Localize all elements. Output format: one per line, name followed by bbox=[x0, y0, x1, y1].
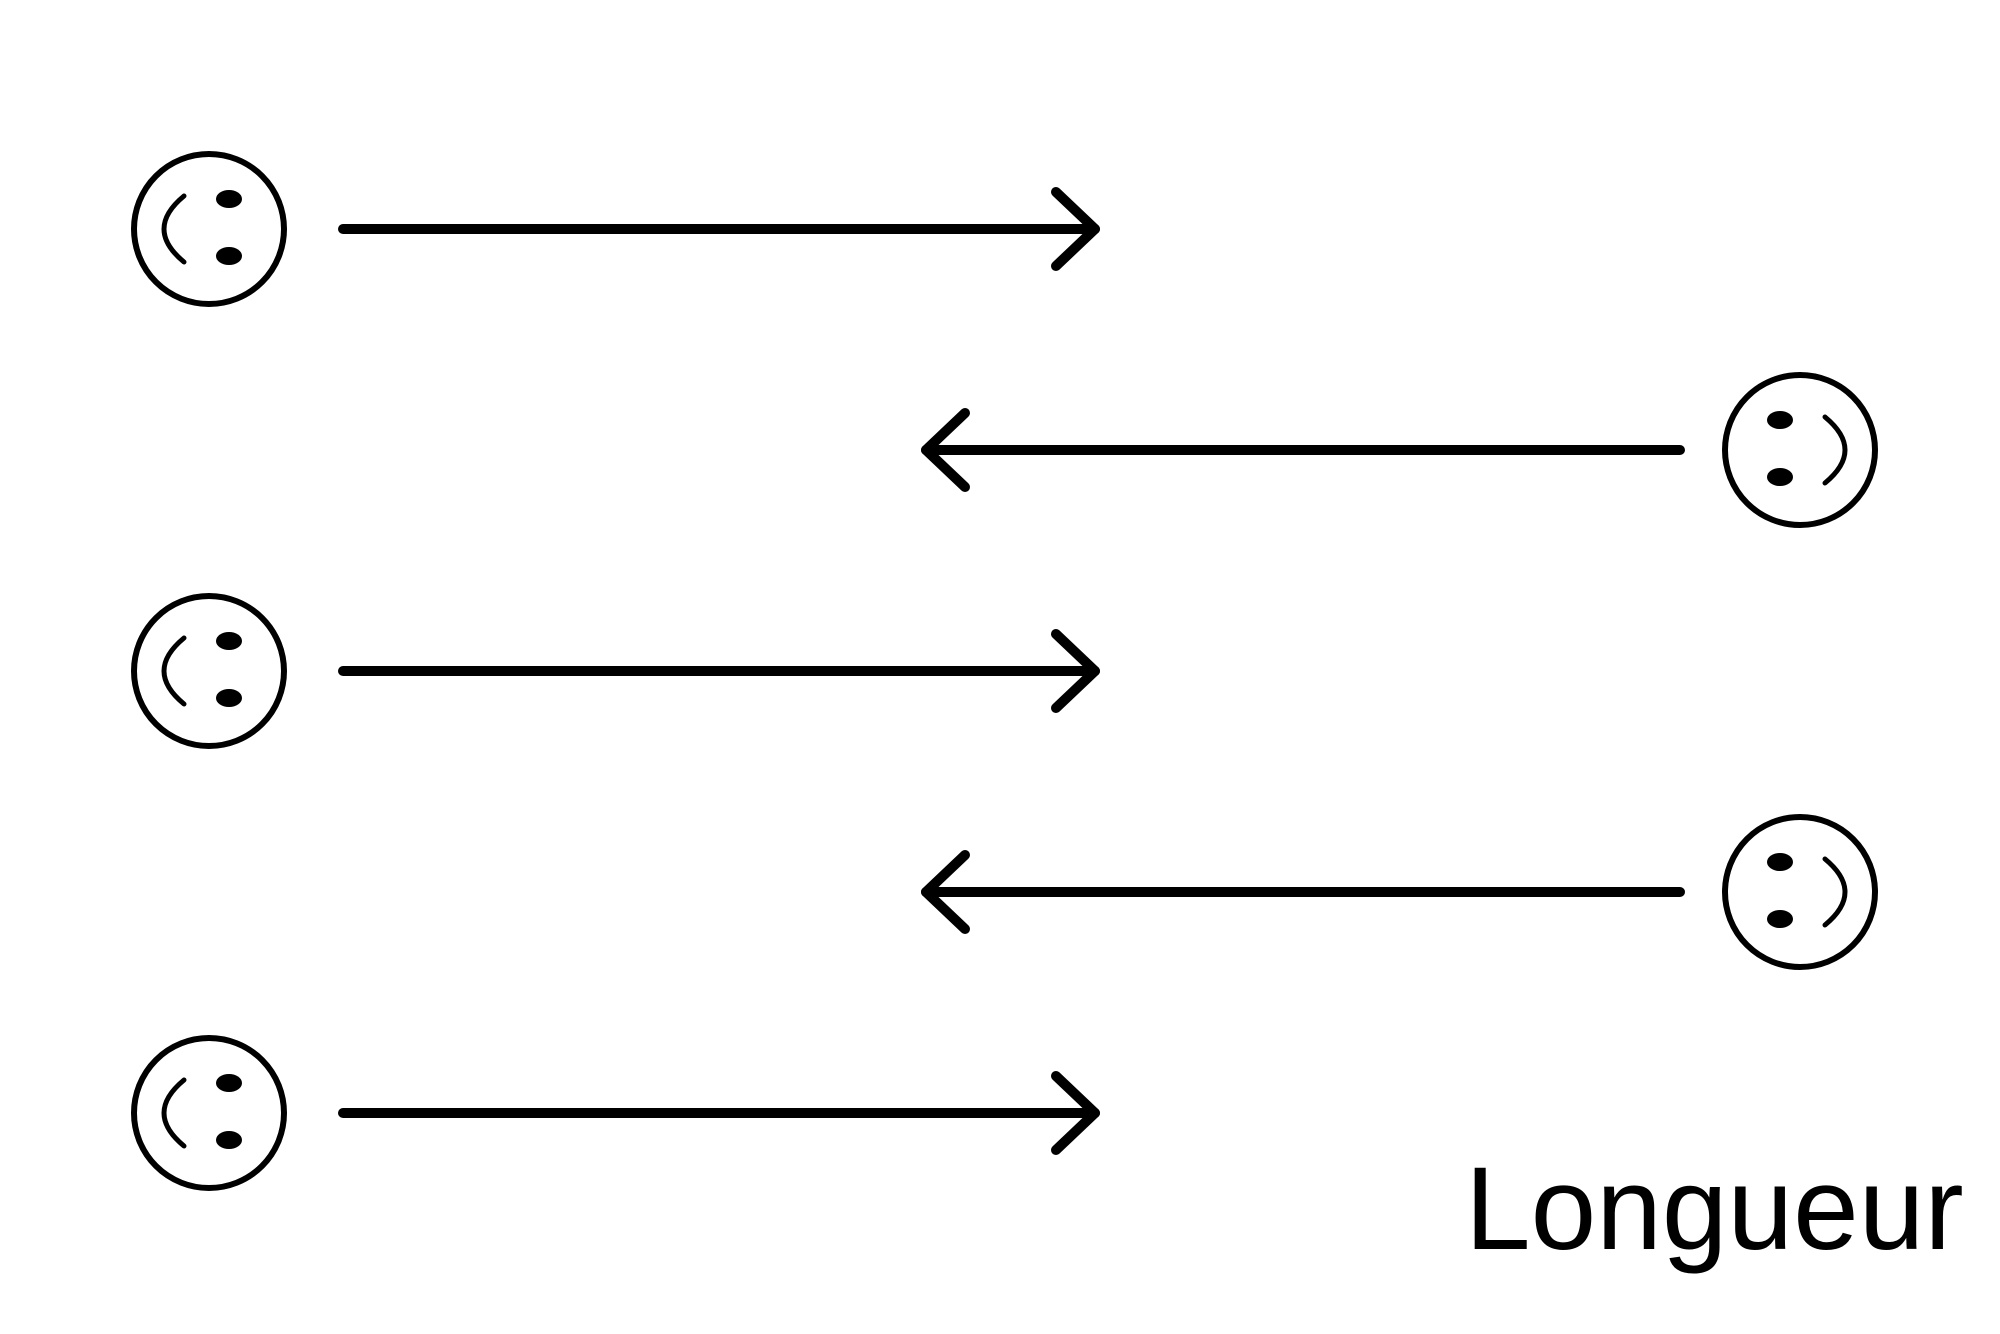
diagram-row bbox=[921, 372, 1878, 528]
smiley-face-icon bbox=[1722, 814, 1878, 970]
caption-label: Longueur bbox=[1465, 1143, 1964, 1275]
arrow-left-icon bbox=[921, 850, 1685, 934]
arrow-right-icon bbox=[338, 187, 1100, 271]
smiley-face-icon bbox=[131, 151, 287, 307]
smiley-face-icon bbox=[1722, 372, 1878, 528]
diagram-row bbox=[131, 151, 1100, 307]
arrow-right-icon bbox=[338, 1071, 1100, 1155]
arrow-right-icon bbox=[338, 629, 1100, 713]
diagram-row bbox=[131, 1035, 1100, 1191]
diagram-row bbox=[131, 593, 1100, 749]
diagram-row bbox=[921, 814, 1878, 970]
arrow-left-icon bbox=[921, 408, 1685, 492]
smiley-face-icon bbox=[131, 1035, 287, 1191]
diagram-rows bbox=[131, 151, 1878, 1191]
smiley-face-icon bbox=[131, 593, 287, 749]
